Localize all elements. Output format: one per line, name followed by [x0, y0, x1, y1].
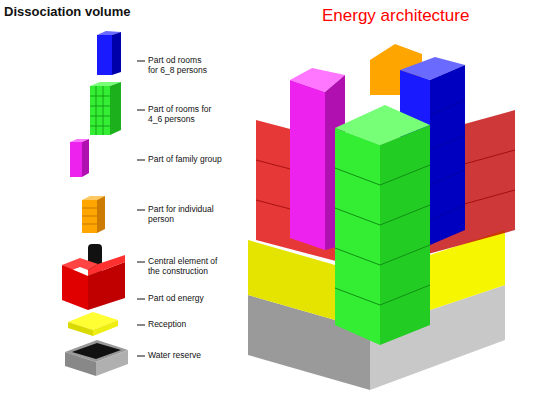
part-label: Central element of the construction	[148, 257, 226, 277]
section-heading: Energy architecture	[322, 6, 469, 26]
part-label: Reception	[148, 320, 228, 330]
part-label: Part od energy	[148, 294, 228, 304]
part-label: Part of rooms for 4_6 persons	[148, 105, 212, 125]
part-label: Water reserve	[148, 351, 228, 361]
part-label: Part od rooms for 6_8 persons	[148, 56, 212, 76]
leader-dashes	[137, 61, 145, 356]
diagram-title: Dissociation volume	[4, 4, 130, 19]
part-label: Part of family group	[148, 155, 240, 165]
exploded-volumes	[62, 31, 128, 376]
assembled-building	[248, 44, 515, 390]
part-label: Part for individual person	[148, 205, 222, 225]
